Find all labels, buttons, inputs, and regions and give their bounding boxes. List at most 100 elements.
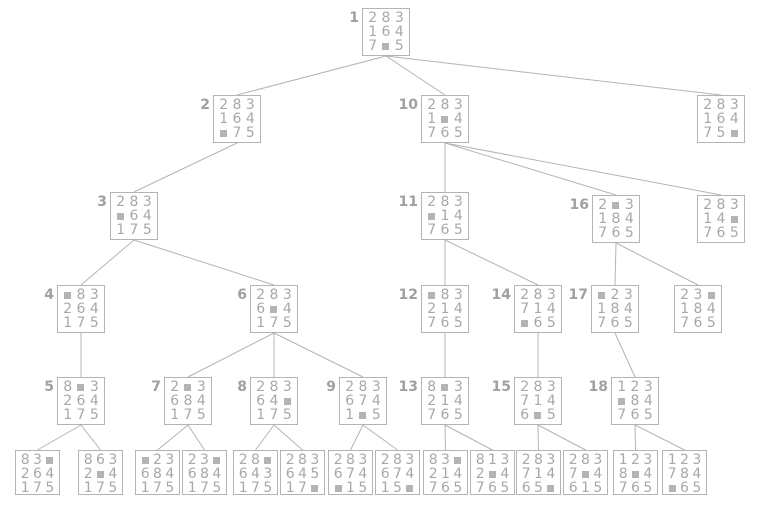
tile: 8 <box>680 466 689 482</box>
tile: 5 <box>89 407 99 423</box>
tile: 7 <box>427 315 437 331</box>
blank-square-icon <box>382 42 390 50</box>
blank-square-icon <box>581 470 589 478</box>
tile: 6 <box>381 24 391 40</box>
node-order-label: 5 <box>44 379 54 395</box>
tile: 1 <box>703 211 713 227</box>
tile: 1 <box>83 480 93 496</box>
tile: 2 <box>83 466 93 482</box>
tile: 4 <box>453 208 463 224</box>
tile: 1 <box>533 301 543 317</box>
blank-square-icon <box>441 115 449 123</box>
tile: 3 <box>89 379 99 395</box>
tile: 6 <box>187 466 197 482</box>
blank-tile <box>309 481 321 495</box>
tile: 6 <box>285 466 295 482</box>
tile: 1 <box>441 466 450 482</box>
blank-square-icon <box>428 291 436 299</box>
tile: 6 <box>238 466 248 482</box>
tile: 4 <box>89 301 99 317</box>
tile: 1 <box>20 480 30 496</box>
tree-edge <box>133 239 275 286</box>
blank-tile <box>139 453 151 467</box>
node-order-label: 17 <box>568 287 588 303</box>
blank-square-icon <box>534 411 542 419</box>
tile: 6 <box>521 480 531 496</box>
tile: 2 <box>631 452 640 468</box>
tile: 8 <box>183 393 193 409</box>
tile: 3 <box>165 452 175 468</box>
tile: 4 <box>716 211 726 227</box>
tile: 6 <box>170 393 180 409</box>
tree-edge <box>157 424 189 451</box>
tile: 6 <box>441 480 450 496</box>
blank-tile <box>595 288 608 302</box>
tile: 1 <box>667 452 677 468</box>
tile: 3 <box>453 379 463 395</box>
tile: 5 <box>142 222 152 238</box>
tile: 1 <box>440 301 450 317</box>
tile: 8 <box>428 452 438 468</box>
blank-tile <box>379 39 392 53</box>
tile: 2 <box>170 379 180 395</box>
tile: 4 <box>196 393 206 409</box>
tile: 7 <box>568 466 578 482</box>
blank-tile <box>629 467 641 481</box>
blank-square-icon <box>488 470 496 478</box>
tile: 1 <box>187 480 197 496</box>
tile: 2 <box>568 452 578 468</box>
blank-square-icon <box>117 212 125 220</box>
tile: 7 <box>129 222 139 238</box>
blank-tile <box>728 126 741 140</box>
node-order-label: 14 <box>491 287 511 303</box>
tile: 7 <box>232 125 242 141</box>
tile: 1 <box>285 480 295 496</box>
tile: 6 <box>630 407 640 423</box>
blank-tile <box>425 209 438 223</box>
tile: 5 <box>453 222 463 238</box>
tile: 8 <box>533 287 543 303</box>
node-order-label: 12 <box>398 287 418 303</box>
tile: 5 <box>108 480 118 496</box>
blank-tile <box>425 288 438 302</box>
tile: 4 <box>623 301 633 317</box>
tile: 1 <box>63 315 73 331</box>
blank-tile <box>486 467 498 481</box>
tile: 2 <box>345 379 355 395</box>
tile: 3 <box>546 452 556 468</box>
tile: 6 <box>440 407 450 423</box>
tile: 6 <box>440 125 450 141</box>
blank-square-icon <box>730 215 738 223</box>
tree-edge <box>133 142 238 193</box>
tile: 3 <box>394 10 404 26</box>
blank-square-icon <box>46 456 54 464</box>
tree-edge <box>385 55 722 96</box>
tile: 7 <box>475 480 485 496</box>
tile: 8 <box>475 452 485 468</box>
node-order-label: 18 <box>588 379 608 395</box>
tree-edge <box>362 424 398 451</box>
blank-square-icon <box>64 291 72 299</box>
blank-square-icon <box>618 397 626 405</box>
tile: 4 <box>405 466 415 482</box>
blank-tile <box>262 453 274 467</box>
tile: 2 <box>285 452 295 468</box>
tile: 5 <box>310 466 320 482</box>
tree-edge <box>236 55 387 96</box>
tile: 8 <box>581 452 590 468</box>
tile: 6 <box>256 393 266 409</box>
blank-tile <box>217 126 230 140</box>
tile: 8 <box>358 379 368 395</box>
blank-square-icon <box>612 201 620 209</box>
tile: 8 <box>381 10 391 26</box>
tile: 6 <box>631 480 640 496</box>
